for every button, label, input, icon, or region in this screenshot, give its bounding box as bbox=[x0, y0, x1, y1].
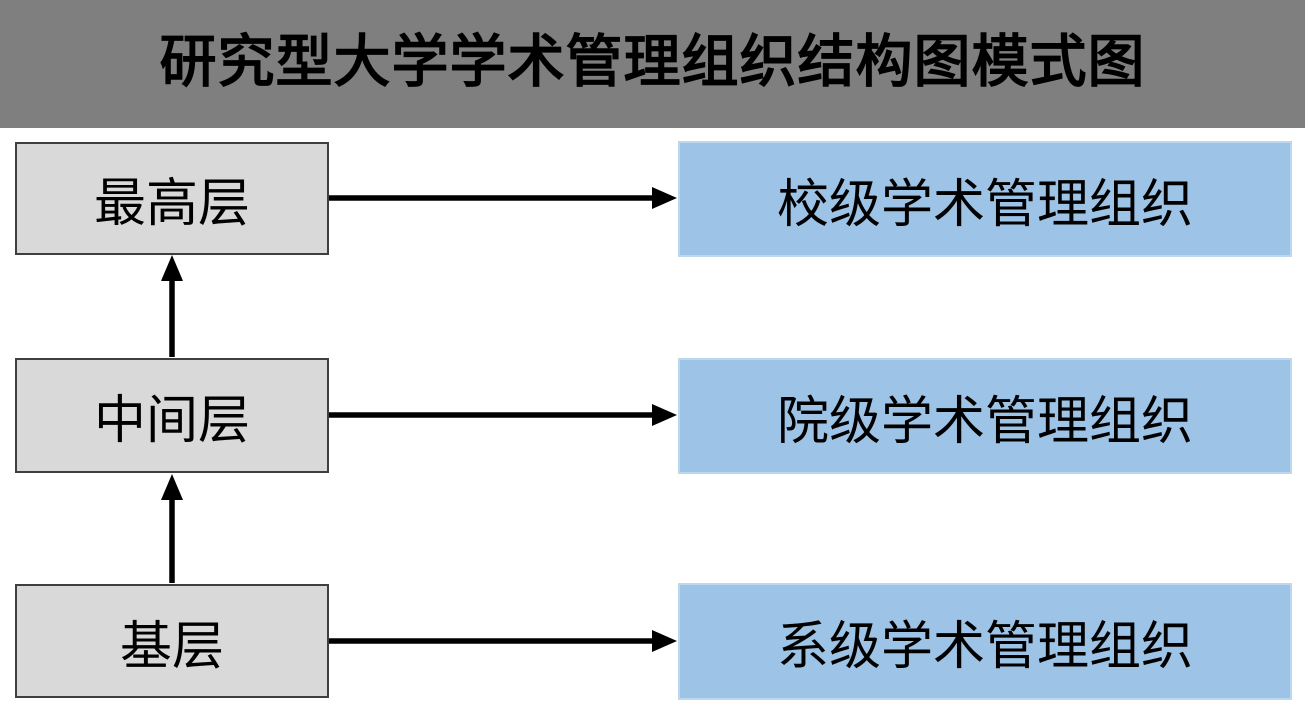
org-box-college-label: 院级学术管理组织 bbox=[776, 392, 1193, 451]
level-box-base: 基层 bbox=[15, 584, 329, 698]
level-box-base-label: 基层 bbox=[119, 617, 224, 676]
arrow-middle-to-top-icon bbox=[161, 255, 183, 357]
arrow-middle-to-college-icon bbox=[329, 404, 677, 426]
title-bar: 研究型大学学术管理组织结构图模式图 bbox=[0, 0, 1305, 128]
org-box-department: 系级学术管理组织 bbox=[678, 583, 1292, 700]
org-box-university-label: 校级学术管理组织 bbox=[776, 175, 1193, 234]
org-box-university: 校级学术管理组织 bbox=[678, 141, 1292, 257]
arrow-top-to-university-icon bbox=[329, 187, 677, 209]
org-box-college: 院级学术管理组织 bbox=[678, 358, 1292, 474]
page-title: 研究型大学学术管理组织结构图模式图 bbox=[159, 30, 1146, 94]
level-box-middle: 中间层 bbox=[15, 358, 329, 473]
arrow-base-to-department-icon bbox=[329, 630, 677, 652]
level-box-middle-label: 中间层 bbox=[93, 392, 250, 450]
level-box-top: 最高层 bbox=[15, 142, 329, 255]
arrow-base-to-middle-icon bbox=[161, 474, 183, 583]
level-box-top-label: 最高层 bbox=[93, 175, 250, 233]
org-box-department-label: 系级学术管理组织 bbox=[776, 618, 1193, 676]
